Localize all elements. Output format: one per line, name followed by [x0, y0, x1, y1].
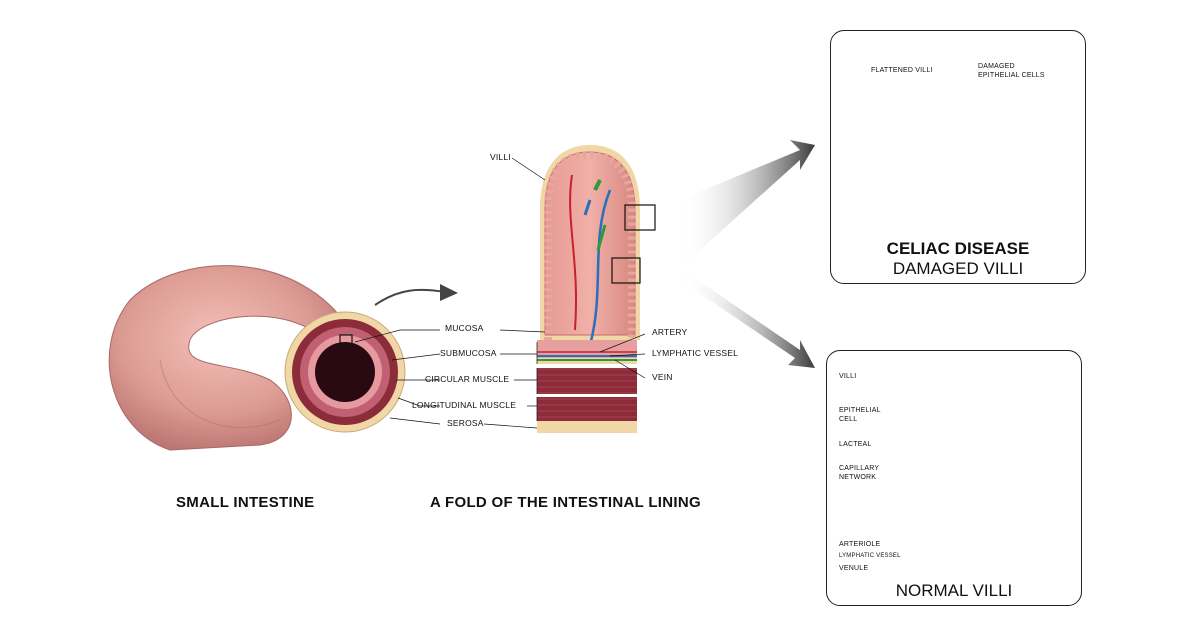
- label-capillary-2: NETWORK: [839, 474, 877, 481]
- label-damaged-cells-1: DAMAGED: [978, 63, 1015, 70]
- arrows: [680, 140, 815, 368]
- celiac-title: CELIAC DISEASE: [886, 239, 1030, 258]
- label-epithelial-2: CELL: [839, 416, 858, 423]
- small-intestine-leaders: [354, 329, 441, 425]
- normal-title: NORMAL VILLI: [895, 581, 1013, 600]
- label-submucosa: SUBMUCOSA: [440, 348, 497, 358]
- normal-panel: VILLI EPITHELIAL CELL LACTEAL CAPILLARY …: [826, 350, 1082, 606]
- celiac-panel: FLATTENED VILLI DAMAGED EPITHELIAL CELLS…: [830, 30, 1086, 284]
- label-lymphatic-vessel: LYMPHATIC VESSEL: [652, 348, 739, 358]
- label-normal-villi: VILLI: [839, 373, 857, 380]
- label-longitudinal-muscle: LONGITUDINAL MUSCLE: [412, 400, 517, 410]
- label-serosa: SEROSA: [447, 418, 484, 428]
- label-vein: VEIN: [652, 372, 673, 382]
- label-epithelial-1: EPITHELIAL: [839, 407, 881, 414]
- label-circular-muscle: CIRCULAR MUSCLE: [425, 374, 510, 384]
- fold-caption: A FOLD OF THE INTESTINAL LINING: [430, 494, 701, 511]
- label-lymphatic: LYMPHATIC VESSEL: [839, 553, 901, 559]
- small-intestine-drawing: [108, 265, 458, 451]
- celiac-subtitle: DAMAGED VILLI: [892, 259, 1024, 278]
- label-venule: VENULE: [839, 565, 869, 572]
- small-intestine-caption: SMALL INTESTINE: [176, 494, 315, 511]
- label-arteriole: ARTERIOLE: [839, 541, 881, 548]
- label-flattened-villi: FLATTENED VILLI: [871, 67, 933, 74]
- label-artery: ARTERY: [652, 327, 688, 337]
- intestinal-fold-drawing: [537, 145, 656, 433]
- label-villi: VILLI: [490, 152, 511, 162]
- label-mucosa: MUCOSA: [445, 323, 484, 333]
- label-capillary-1: CAPILLARY: [839, 465, 880, 472]
- label-lacteal: LACTEAL: [839, 441, 872, 448]
- fold-leaders: [483, 157, 646, 429]
- label-damaged-cells-2: EPITHELIAL CELLS: [978, 72, 1045, 79]
